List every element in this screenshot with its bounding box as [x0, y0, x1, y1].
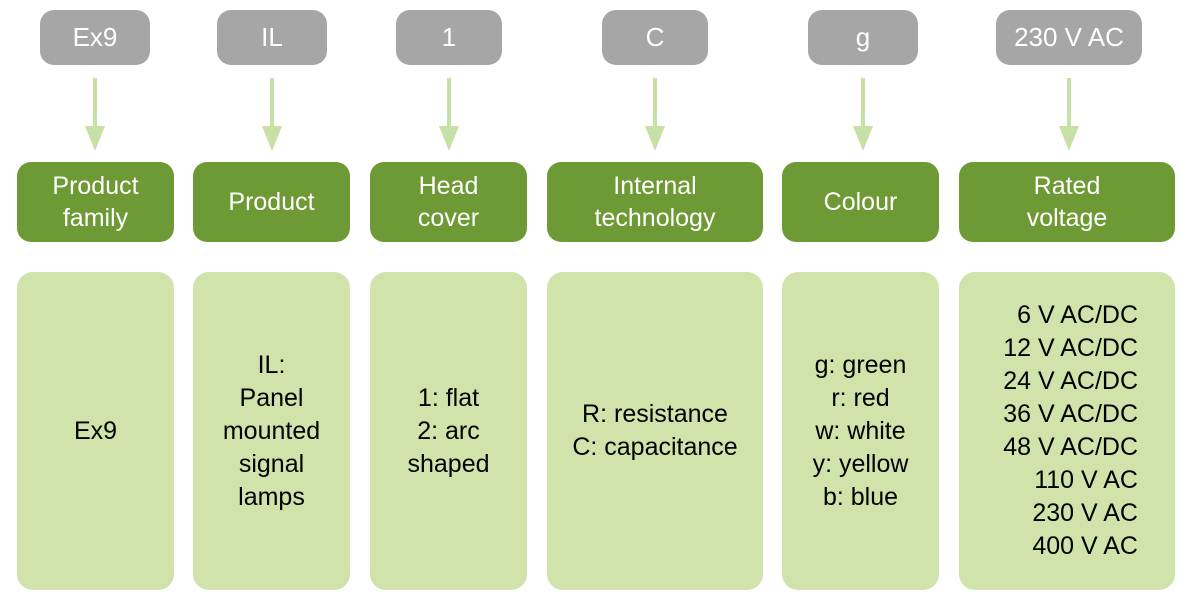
code-box-rated-voltage: 230 V AC — [996, 10, 1142, 65]
code-box-internal-technology: C — [602, 10, 708, 65]
down-arrow-icon — [85, 78, 105, 151]
down-arrow-icon — [439, 78, 459, 151]
label-box-head-cover: Head cover — [370, 162, 527, 242]
label-box-product: Product — [193, 162, 350, 242]
down-arrow-icon — [1059, 78, 1079, 151]
code-box-colour: g — [808, 10, 918, 65]
down-arrow-icon — [853, 78, 873, 151]
label-box-colour: Colour — [782, 162, 939, 242]
detail-box-product-family: Ex9 — [17, 272, 174, 590]
code-box-head-cover: 1 — [396, 10, 502, 65]
label-box-product-family: Product family — [17, 162, 174, 242]
down-arrow-icon — [262, 78, 282, 151]
detail-box-colour: g: green r: red w: white y: yellow b: bl… — [782, 272, 939, 590]
detail-box-rated-voltage: 6 V AC/DC 12 V AC/DC 24 V AC/DC 36 V AC/… — [959, 272, 1175, 590]
label-box-rated-voltage: Rated voltage — [959, 162, 1175, 242]
down-arrow-icon — [645, 78, 665, 151]
code-box-product-family: Ex9 — [40, 10, 150, 65]
detail-box-product: IL: Panel mounted signal lamps — [193, 272, 350, 590]
label-box-internal-technology: Internal technology — [547, 162, 763, 242]
detail-box-head-cover: 1: flat 2: arc shaped — [370, 272, 527, 590]
code-box-product: IL — [217, 10, 327, 65]
detail-box-internal-technology: R: resistance C: capacitance — [547, 272, 763, 590]
